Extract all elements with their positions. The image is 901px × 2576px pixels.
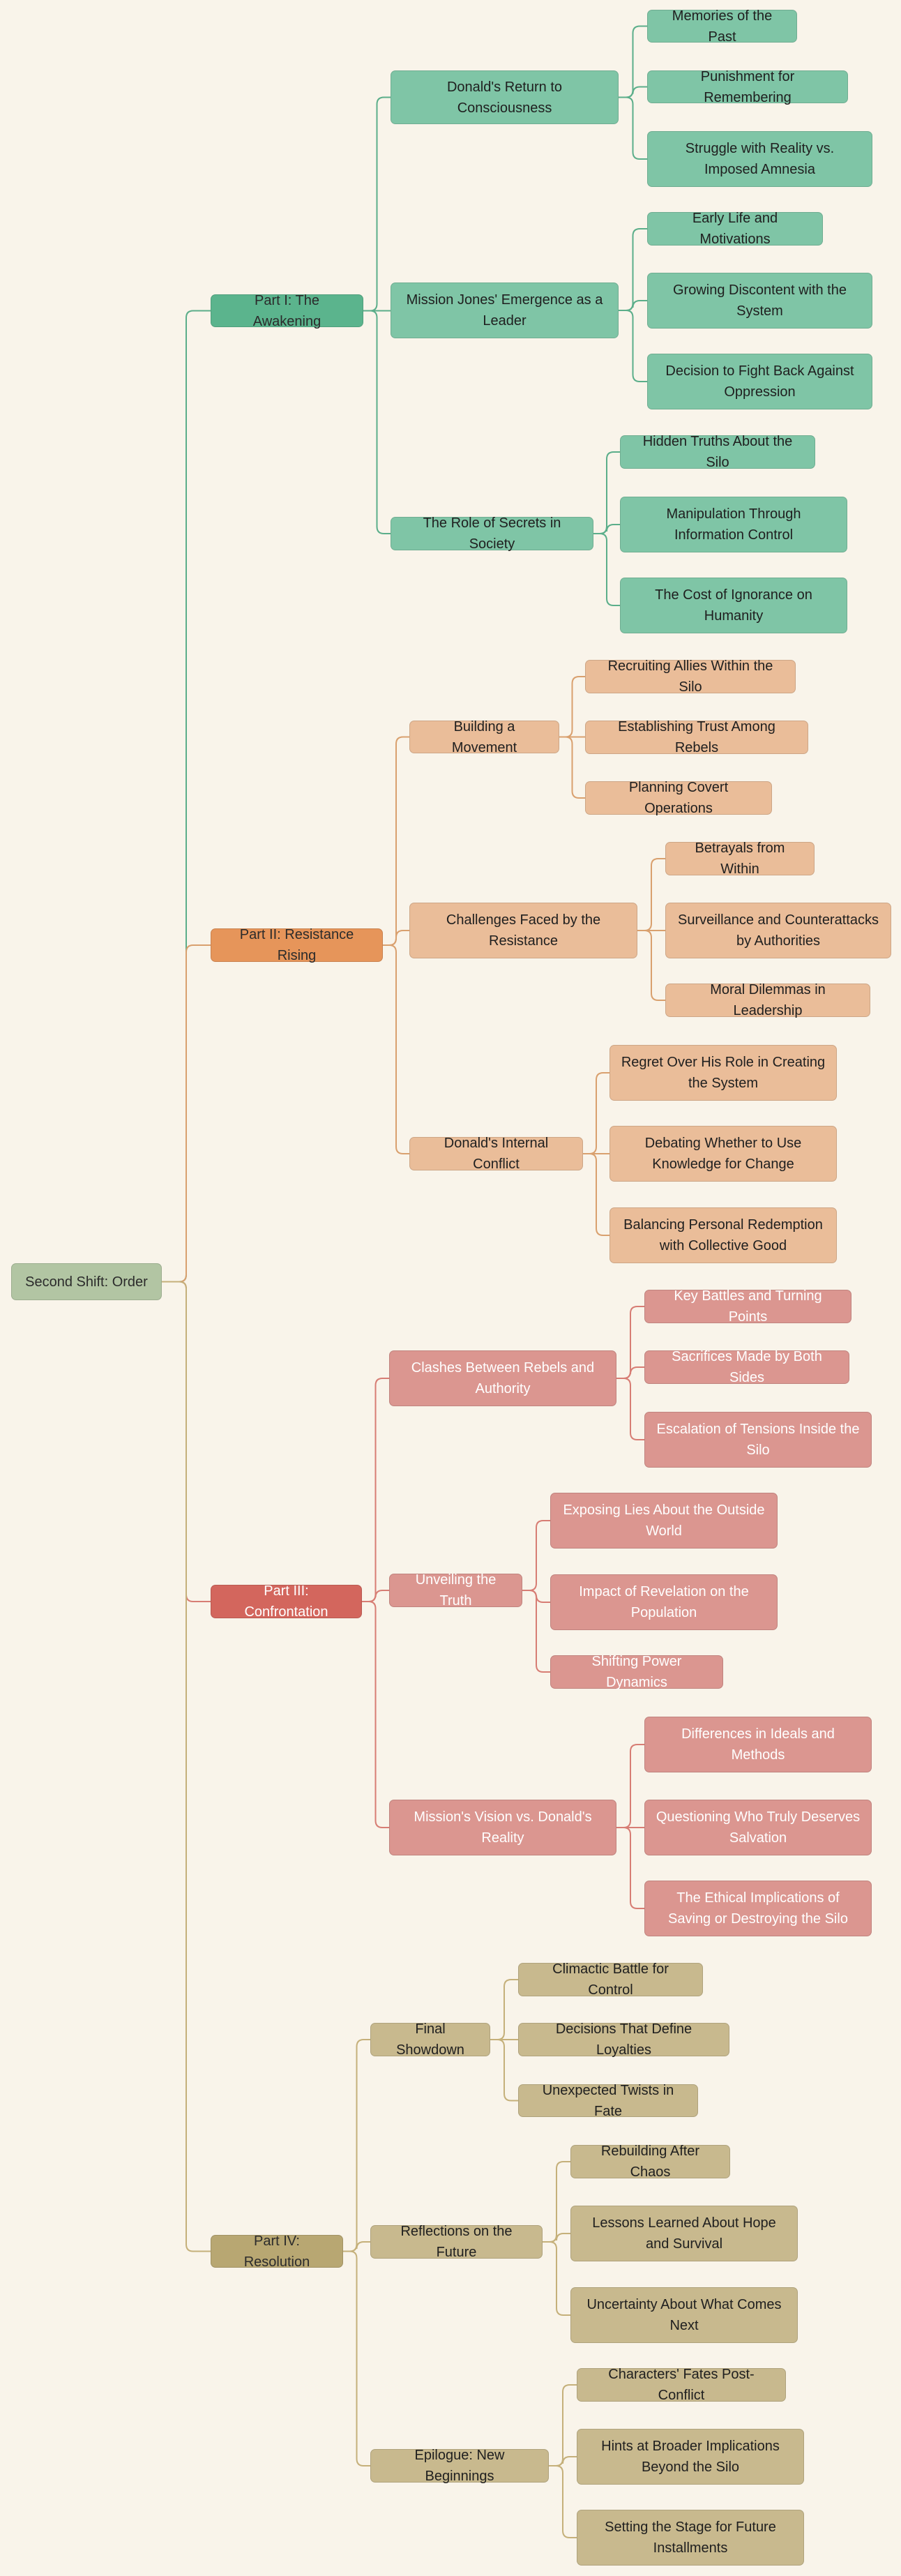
connector-line (383, 944, 409, 1154)
connector-line (619, 228, 647, 311)
subtopic-node[interactable]: Balancing Personal Redemption with Colle… (610, 1207, 837, 1263)
subtopic-node[interactable]: Characters' Fates Post-Conflict (577, 2367, 786, 2403)
subtopic-node[interactable]: Differences in Ideals and Methods (644, 1717, 872, 1772)
connector-line (543, 2241, 570, 2316)
part-3-node[interactable]: Part III: Confrontation (211, 1583, 362, 1620)
subtopic-node[interactable]: Decisions That Define Loyalties (518, 2021, 729, 2058)
connector-line (583, 1072, 610, 1154)
topic-node[interactable]: Final Showdown (370, 2021, 490, 2058)
subtopic-node[interactable]: Manipulation Through Information Control (620, 497, 847, 552)
part-1-node[interactable]: Part I: The Awakening (211, 293, 363, 329)
connector-line (362, 1378, 389, 1602)
connector-line (383, 736, 409, 946)
subtopic-node[interactable]: Moral Dilemmas in Leadership (665, 982, 870, 1018)
topic-node[interactable]: Mission Jones' Emergence as a Leader (391, 283, 619, 338)
connector-line (593, 524, 620, 534)
connector-line (616, 1366, 644, 1379)
connector-line (162, 1281, 211, 2252)
subtopic-node[interactable]: Early Life and Motivations (647, 211, 823, 247)
subtopic-node[interactable]: Punishment for Remembering (647, 69, 848, 105)
topic-node[interactable]: Donald's Return to Consciousness (391, 70, 619, 124)
connector-line (490, 2039, 518, 2102)
subtopic-node[interactable]: Setting the Stage for Future Installment… (577, 2510, 804, 2566)
subtopic-node[interactable]: Hints at Broader Implications Beyond the… (577, 2429, 804, 2485)
subtopic-node[interactable]: Key Battles and Turning Points (644, 1288, 851, 1325)
subtopic-node[interactable]: Exposing Lies About the Outside World (550, 1493, 778, 1549)
connector-line (549, 2456, 577, 2466)
subtopic-node[interactable]: Struggle with Reality vs. Imposed Amnesi… (647, 131, 872, 187)
topic-node[interactable]: Epilogue: New Beginnings (370, 2448, 549, 2484)
subtopic-node[interactable]: Hidden Truths About the Silo (620, 434, 815, 470)
subtopic-node[interactable]: Decision to Fight Back Against Oppressio… (647, 354, 872, 409)
connector-line (593, 451, 620, 534)
subtopic-node[interactable]: Sacrifices Made by Both Sides (644, 1349, 849, 1385)
root-node[interactable]: Second Shift: Order (11, 1263, 162, 1300)
connector-line (559, 676, 585, 738)
part-4-node[interactable]: Part IV: Resolution (211, 2234, 343, 2270)
connector-line (522, 1520, 550, 1591)
connector-line (343, 2241, 370, 2252)
connector-line (593, 533, 620, 606)
subtopic-node[interactable]: Regret Over His Role in Creating the Sys… (610, 1045, 837, 1101)
connector-line (619, 310, 647, 382)
connector-line (616, 1827, 644, 1909)
connector-line (619, 300, 647, 311)
connector-line (362, 1590, 389, 1602)
subtopic-node[interactable]: Questioning Who Truly Deserves Salvation (644, 1800, 872, 1855)
subtopic-node[interactable]: Rebuilding After Chaos (570, 2144, 730, 2180)
subtopic-node[interactable]: Planning Covert Operations (585, 780, 772, 816)
subtopic-node[interactable]: Recruiting Allies Within the Silo (585, 658, 796, 695)
connector-line (549, 2384, 577, 2466)
subtopic-node[interactable]: Debating Whether to Use Knowledge for Ch… (610, 1126, 837, 1182)
topic-node[interactable]: Unveiling the Truth (389, 1572, 522, 1609)
subtopic-node[interactable]: Memories of the Past (647, 8, 797, 45)
topic-node[interactable]: The Role of Secrets in Society (391, 515, 593, 552)
connector-line (583, 1153, 610, 1236)
connector-line (343, 2039, 370, 2252)
subtopic-node[interactable]: Climactic Battle for Control (518, 1961, 703, 1998)
part-2-node[interactable]: Part II: Resistance Rising (211, 927, 383, 963)
connector-line (637, 930, 665, 1001)
connector-line (549, 2465, 577, 2538)
connector-line (543, 2161, 570, 2243)
connector-line (343, 2250, 370, 2466)
connector-line (522, 1590, 550, 1673)
connector-line (616, 1744, 644, 1828)
subtopic-node[interactable]: Growing Discontent with the System (647, 273, 872, 329)
topic-node[interactable]: Building a Movement (409, 719, 559, 755)
connector-line (362, 1601, 389, 1828)
subtopic-node[interactable]: Escalation of Tensions Inside the Silo (644, 1412, 872, 1468)
subtopic-node[interactable]: Surveillance and Counterattacks by Autho… (665, 903, 891, 958)
subtopic-node[interactable]: Uncertainty About What Comes Next (570, 2287, 798, 2343)
topic-node[interactable]: Clashes Between Rebels and Authority (389, 1350, 616, 1406)
connector-line (559, 736, 585, 799)
topic-node[interactable]: Reflections on the Future (370, 2224, 543, 2260)
subtopic-node[interactable]: Unexpected Twists in Fate (518, 2083, 698, 2119)
subtopic-node[interactable]: The Ethical Implications of Saving or De… (644, 1881, 872, 1936)
subtopic-node[interactable]: Shifting Power Dynamics (550, 1654, 723, 1690)
connector-line (490, 1979, 518, 2040)
subtopic-node[interactable]: Establishing Trust Among Rebels (585, 719, 808, 755)
connector-line (619, 96, 647, 160)
subtopic-node[interactable]: Betrayals from Within (665, 841, 815, 877)
subtopic-node[interactable]: Impact of Revelation on the Population (550, 1574, 778, 1630)
subtopic-node[interactable]: Lessons Learned About Hope and Survival (570, 2206, 798, 2261)
connector-line (363, 96, 391, 312)
topic-node[interactable]: Mission's Vision vs. Donald's Reality (389, 1800, 616, 1855)
connector-line (383, 930, 409, 946)
topic-node[interactable]: Challenges Faced by the Resistance (409, 903, 637, 958)
connector-line (162, 944, 211, 1283)
connector-line (363, 310, 391, 534)
topic-node[interactable]: Donald's Internal Conflict (409, 1136, 583, 1172)
subtopic-node[interactable]: The Cost of Ignorance on Humanity (620, 578, 847, 633)
connector-line (543, 2233, 570, 2243)
connector-line (619, 86, 647, 98)
connector-line (637, 858, 665, 931)
connector-line (616, 1378, 644, 1440)
